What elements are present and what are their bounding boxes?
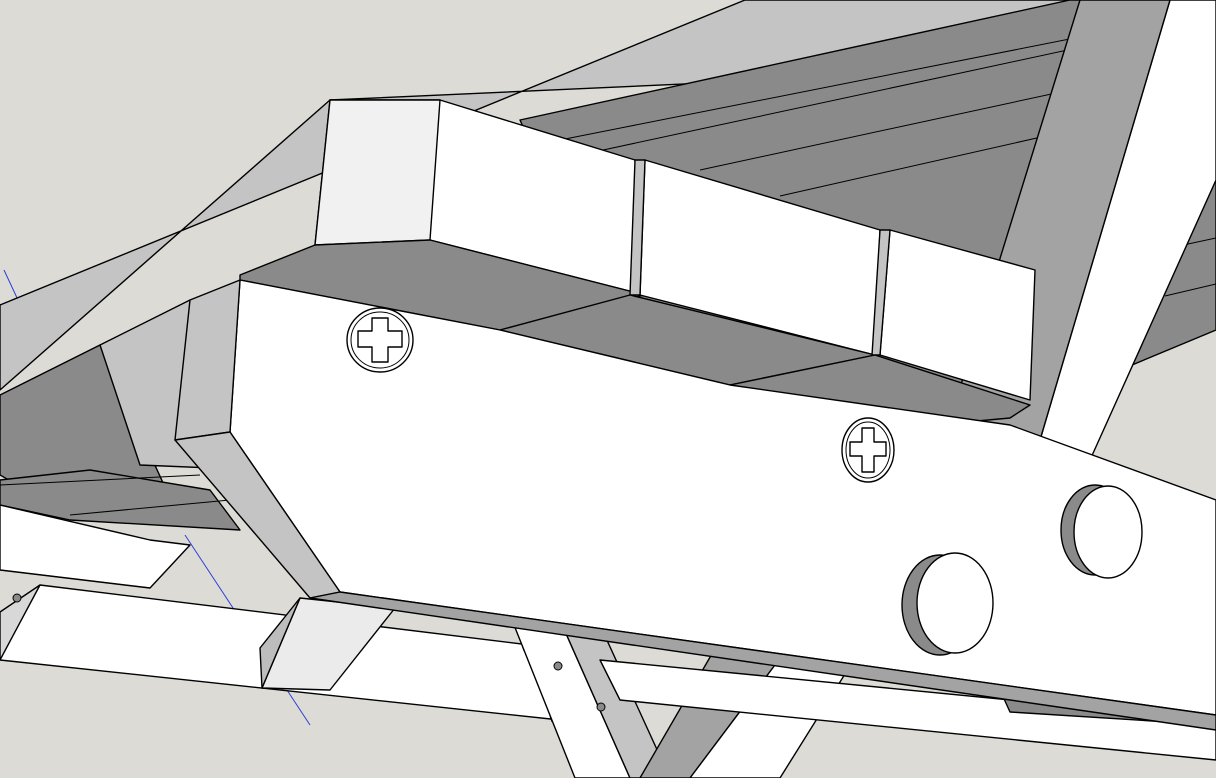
slat-groove-line xyxy=(69,499,231,516)
bolt-mark xyxy=(521,644,525,652)
phillips-cross-icon xyxy=(357,317,403,363)
seat-slat-left-lower[interactable] xyxy=(0,469,241,531)
phillips-cross-icon xyxy=(849,427,887,473)
cleat-block-2-side[interactable] xyxy=(629,159,646,296)
rail-edge-line xyxy=(0,569,151,589)
slat-groove-line xyxy=(1164,283,1216,297)
blue-axis-line-upper xyxy=(3,269,19,301)
wood-plug-left[interactable] xyxy=(901,552,994,656)
screw-head-left[interactable] xyxy=(346,307,414,373)
screw-head-right[interactable] xyxy=(841,417,895,483)
slat-groove-line xyxy=(0,474,201,486)
frame-rail-left-top[interactable] xyxy=(0,504,191,589)
bolt-hole xyxy=(596,702,606,712)
support-beam-bottom-face[interactable] xyxy=(309,591,1216,731)
cleat-block-3-side[interactable] xyxy=(871,229,891,356)
bolt-hole xyxy=(12,593,22,603)
bolt-hole xyxy=(553,661,563,671)
slat-groove-line xyxy=(779,134,1051,197)
bolt-mark xyxy=(549,715,553,723)
wood-plug-right[interactable] xyxy=(1060,484,1143,579)
strut-center-side[interactable] xyxy=(259,597,301,689)
cleat-block-1-bevel[interactable] xyxy=(314,99,441,246)
slat-groove-line xyxy=(699,89,1071,171)
